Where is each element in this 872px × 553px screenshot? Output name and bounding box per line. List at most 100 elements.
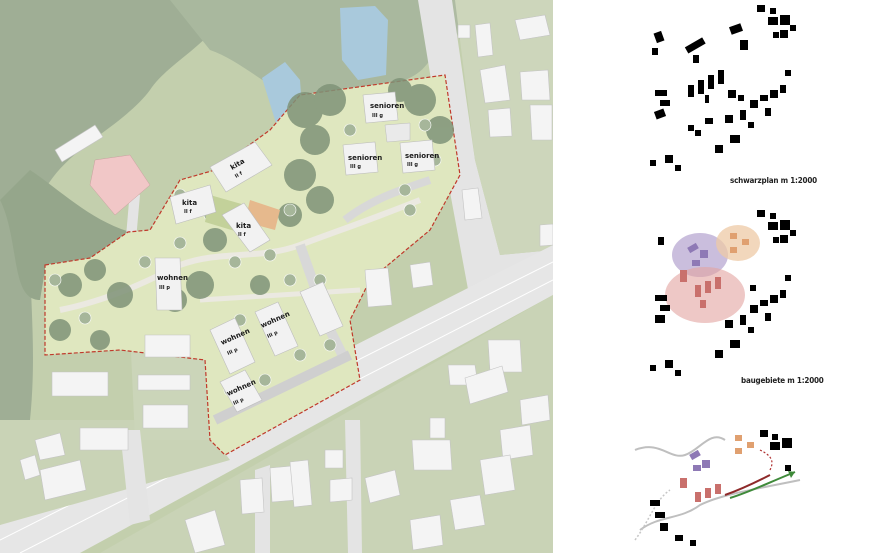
baugebiete-caption: baugebiete m 1:2000 bbox=[741, 376, 824, 385]
existing-building bbox=[519, 69, 551, 101]
path-network bbox=[634, 489, 671, 541]
wohnen-label: wohnen bbox=[157, 274, 188, 282]
access-road bbox=[342, 176, 432, 224]
pond-north bbox=[340, 6, 388, 80]
south-east-ground bbox=[100, 295, 553, 553]
wohnen-building bbox=[299, 281, 344, 337]
kita-buildings bbox=[169, 141, 273, 253]
kita-label: kita bbox=[182, 199, 197, 207]
senioren-buildings bbox=[342, 91, 436, 176]
senioren-label: senioren bbox=[348, 154, 382, 162]
existing-building bbox=[539, 223, 553, 247]
existing-building bbox=[19, 454, 41, 481]
existing-building bbox=[429, 417, 446, 439]
existing-building bbox=[409, 514, 444, 551]
figure-ground-buildings bbox=[650, 430, 792, 546]
floors-label: III p bbox=[159, 285, 170, 291]
senioren-label: senioren bbox=[405, 152, 439, 160]
senioren-building bbox=[362, 91, 399, 124]
existing-building bbox=[51, 371, 109, 397]
existing-building bbox=[457, 24, 471, 39]
side-street bbox=[120, 430, 150, 525]
kita-building bbox=[169, 184, 217, 225]
existing-building bbox=[479, 64, 511, 104]
existing-building bbox=[449, 494, 486, 531]
floors-label: II f bbox=[234, 170, 244, 179]
existing-building bbox=[464, 365, 509, 405]
dashed-connection bbox=[759, 449, 773, 471]
senioren-building bbox=[399, 139, 436, 174]
existing-building bbox=[479, 454, 516, 496]
existing-building bbox=[324, 449, 344, 469]
forest-edge bbox=[0, 170, 130, 300]
floors-label: II f bbox=[184, 209, 192, 215]
wohnen-buildings bbox=[154, 257, 344, 413]
internal-path bbox=[199, 287, 361, 303]
existing-building bbox=[411, 439, 453, 471]
floors-label: III g bbox=[372, 113, 383, 119]
existing-building bbox=[409, 261, 434, 289]
existing-building bbox=[514, 14, 551, 41]
existing-buildings bbox=[19, 14, 553, 553]
floors-label: III g bbox=[407, 162, 418, 168]
arrow-head bbox=[788, 471, 795, 478]
floors-label: III p bbox=[226, 347, 239, 357]
existing-building bbox=[39, 459, 87, 501]
baugebiete-diagram bbox=[650, 210, 796, 376]
road-east bbox=[418, 0, 553, 300]
senioren-label: senioren bbox=[370, 102, 404, 110]
existing-building bbox=[364, 267, 393, 308]
kita-markers bbox=[689, 449, 710, 471]
existing-building bbox=[142, 404, 189, 429]
existing-building bbox=[329, 477, 353, 503]
kita-building bbox=[221, 202, 271, 253]
existing-building bbox=[529, 104, 553, 141]
site-plan: senioren III g senioren III g senioren I… bbox=[0, 0, 553, 553]
existing-building bbox=[79, 427, 129, 451]
schwarzplan-caption: schwarzplan m 1:2000 bbox=[730, 176, 817, 185]
red-axis-arrow bbox=[724, 474, 771, 496]
floors-label: III g bbox=[350, 164, 361, 170]
wohnen-building bbox=[154, 257, 183, 311]
existing-building bbox=[289, 459, 313, 508]
existing-building bbox=[239, 477, 265, 515]
existing-building bbox=[519, 394, 551, 426]
path-network bbox=[639, 479, 801, 531]
wohnen-building bbox=[254, 301, 299, 357]
parking-lot bbox=[89, 154, 151, 216]
existing-building bbox=[474, 22, 494, 58]
senioren-markers bbox=[730, 233, 749, 253]
floors-label: III p bbox=[266, 330, 279, 340]
existing-building bbox=[54, 124, 104, 163]
existing-building bbox=[487, 107, 513, 138]
site-boundary bbox=[44, 74, 461, 456]
existing-building bbox=[184, 509, 226, 553]
existing-building bbox=[364, 469, 401, 504]
kita-markers bbox=[687, 242, 708, 266]
wohnen-markers bbox=[680, 270, 721, 308]
green-axis-arrow bbox=[729, 471, 796, 499]
schwarzplan-diagram bbox=[650, 5, 796, 171]
path-network bbox=[634, 436, 726, 457]
figure-ground-buildings bbox=[650, 5, 796, 171]
kita-building bbox=[209, 141, 273, 193]
existing-building bbox=[137, 374, 191, 391]
wohnen-markers bbox=[680, 478, 721, 502]
kita-label: kita bbox=[236, 222, 251, 230]
senioren-building bbox=[342, 141, 379, 176]
floors-label: III p bbox=[232, 397, 245, 407]
existing-building bbox=[34, 432, 66, 461]
floors-label: II f bbox=[238, 232, 246, 238]
wohnen-building bbox=[219, 369, 263, 413]
existing-building bbox=[499, 424, 534, 461]
zone-senioren bbox=[716, 225, 760, 261]
senioren-markers bbox=[735, 435, 754, 454]
side-street bbox=[345, 420, 362, 553]
existing-building bbox=[144, 334, 191, 358]
figure-ground-buildings bbox=[650, 210, 796, 376]
existing-building bbox=[461, 187, 483, 221]
service-building bbox=[384, 122, 411, 143]
concept-diagram bbox=[634, 430, 801, 546]
forest-west bbox=[0, 0, 230, 420]
existing-building bbox=[487, 339, 523, 373]
